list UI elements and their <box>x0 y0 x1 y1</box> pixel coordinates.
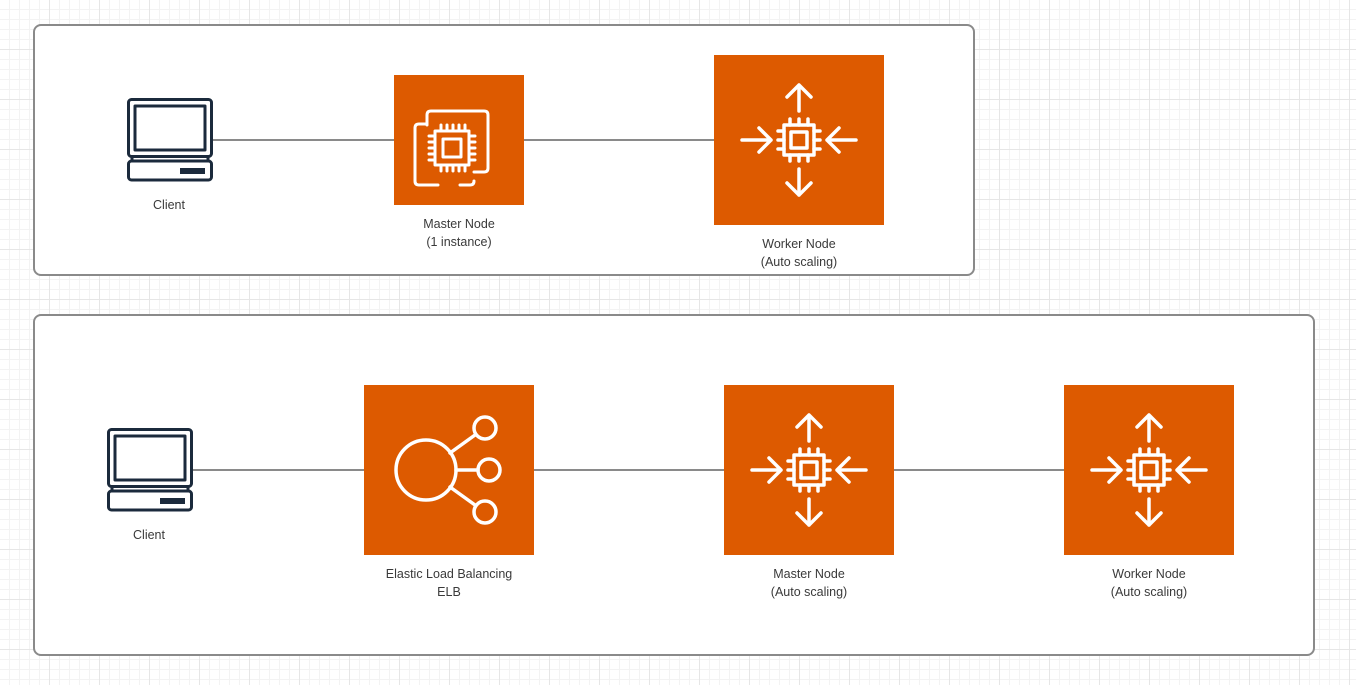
connector-master-to-worker-bottom <box>893 469 1065 471</box>
master-node-auto-scaling-icon <box>724 385 894 555</box>
elb-label: Elastic Load Balancing ELB <box>385 567 513 599</box>
worker-node-auto-scaling-icon <box>714 55 884 225</box>
connector-client-to-master <box>212 139 395 141</box>
master-node-ec2-instances-icon <box>394 75 524 205</box>
connector-master-to-worker <box>523 139 715 141</box>
connector-client-to-elb <box>192 469 365 471</box>
worker-node-auto-scaling-icon <box>1064 385 1234 555</box>
elastic-load-balancing-icon <box>364 385 534 555</box>
client-computer-icon <box>106 427 194 513</box>
client-computer-icon <box>126 97 214 183</box>
worker-node-label: Worker Node (Auto scaling) <box>760 237 838 269</box>
master-node-label: Master Node (Auto scaling) <box>770 567 848 599</box>
client-label: Client <box>133 528 165 542</box>
master-node-label: Master Node (1 instance) <box>423 217 495 249</box>
client-label: Client <box>153 198 185 212</box>
connector-elb-to-master <box>533 469 725 471</box>
worker-node-label: Worker Node (Auto scaling) <box>1110 567 1188 599</box>
